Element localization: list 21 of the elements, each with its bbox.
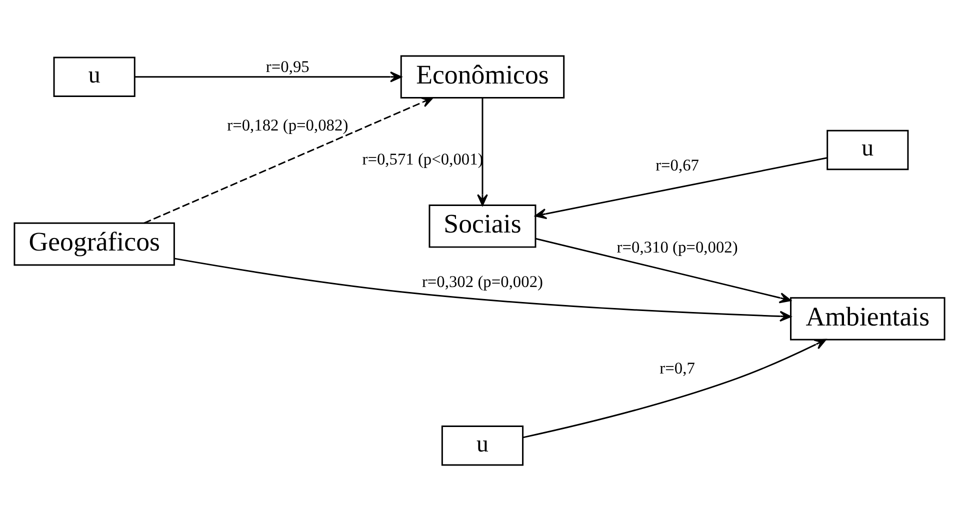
edge-label: r=0,7 xyxy=(660,358,695,378)
edge-label: r=0,302 (p=0,002) xyxy=(422,272,543,292)
node-box: u xyxy=(53,56,136,98)
node-box: Sociais xyxy=(428,204,536,248)
arrow xyxy=(134,71,402,82)
arrow xyxy=(534,157,828,220)
arrow xyxy=(144,97,434,224)
edge-label: r=0,95 xyxy=(266,57,310,76)
arrow xyxy=(523,338,826,438)
edge-label: r=0,67 xyxy=(656,156,700,175)
node-box: Ambientais xyxy=(790,297,946,340)
node-box: u xyxy=(441,425,524,466)
node-box: Econômicos xyxy=(400,55,565,99)
edge-label: r=0,310 (p=0,002) xyxy=(616,238,738,257)
arrow xyxy=(477,98,488,206)
arrow xyxy=(535,238,792,304)
edge-label: r=0,182 (p=0,082) xyxy=(227,115,348,134)
edge-label: r=0,571 (p<0,001) xyxy=(362,150,484,169)
arrow xyxy=(174,258,792,322)
node-box: Geográficos xyxy=(14,222,175,266)
node-box: u xyxy=(826,130,909,170)
